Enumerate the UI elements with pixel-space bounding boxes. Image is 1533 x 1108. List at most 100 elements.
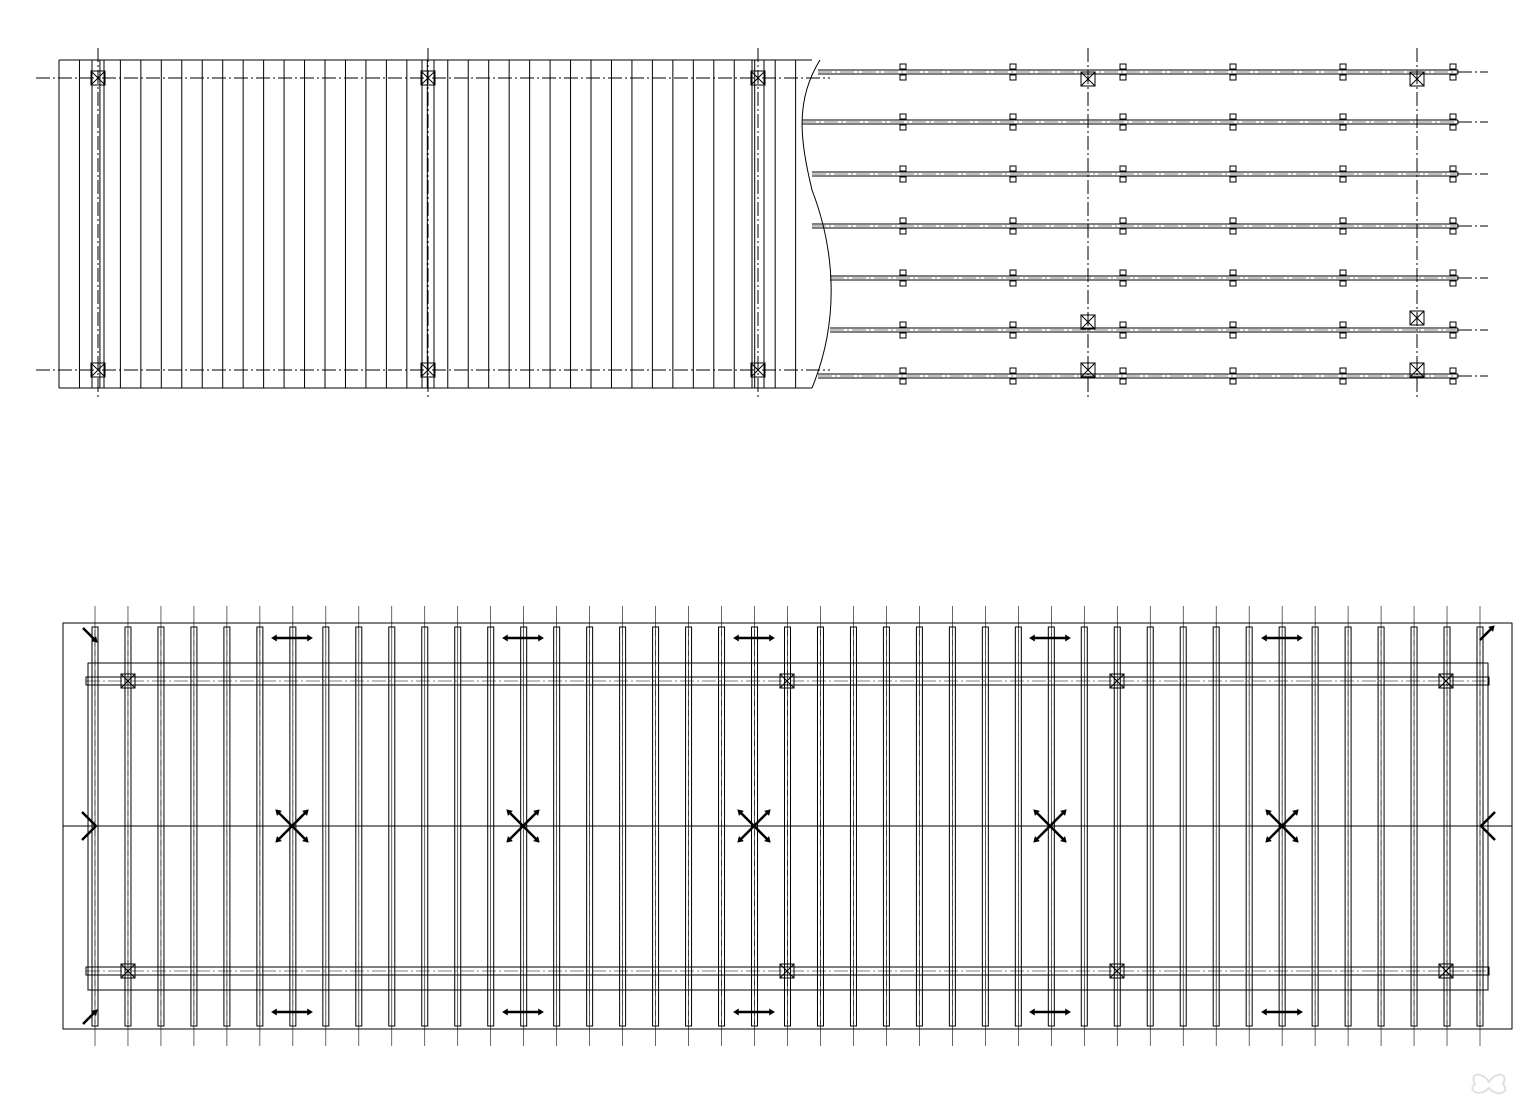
rafter	[322, 626, 330, 1027]
joist-block	[1229, 74, 1237, 81]
brace-arrow	[1488, 625, 1495, 632]
brace-arrow	[1265, 809, 1272, 816]
column	[1438, 963, 1454, 979]
column	[420, 362, 436, 378]
joist-block	[899, 63, 907, 70]
brace-arrow	[764, 836, 771, 843]
tie-arrow-head	[1065, 634, 1071, 642]
brace-diagonal	[1480, 811, 1496, 827]
joist-block	[899, 217, 907, 224]
column	[750, 362, 766, 378]
rafter	[1212, 626, 1220, 1027]
column	[90, 362, 106, 378]
joist-block	[1229, 280, 1237, 287]
rafter	[981, 626, 989, 1027]
column-diagonal	[90, 70, 106, 86]
rafter	[1179, 626, 1187, 1027]
tie-arrow-head	[1029, 634, 1035, 642]
joist-block	[1009, 228, 1017, 235]
joist-block	[1119, 367, 1127, 374]
joist-block	[1339, 124, 1347, 131]
rafter	[1278, 626, 1286, 1027]
column-diagonal	[120, 673, 136, 689]
column-diagonal	[750, 362, 766, 378]
joist-block	[1119, 217, 1127, 224]
column	[120, 963, 136, 979]
rafter	[223, 626, 231, 1027]
tie-arrow-head	[769, 634, 775, 642]
column-square	[779, 963, 795, 979]
brace-arrow	[764, 809, 771, 816]
joist-block	[1339, 63, 1347, 70]
joist-block	[1339, 228, 1347, 235]
joist-block	[899, 367, 907, 374]
column-diagonal	[1409, 310, 1425, 326]
column-square	[90, 70, 106, 86]
joist-block	[1339, 113, 1347, 120]
brace-arrow	[1060, 809, 1067, 816]
rafter	[1113, 626, 1121, 1027]
tie-arrow-head	[1261, 634, 1267, 642]
rafter	[882, 626, 890, 1027]
joist-block	[1449, 113, 1457, 120]
edge-brace	[81, 625, 1496, 1025]
column-diagonal	[120, 963, 136, 979]
brace-diagonal	[1035, 811, 1065, 841]
brace-arrow	[533, 809, 540, 816]
column-square	[1409, 362, 1425, 378]
joist-block	[1229, 378, 1237, 385]
joist-block	[899, 321, 907, 328]
tie-arrow-head	[502, 1008, 508, 1016]
brace-diagonal	[1267, 811, 1297, 841]
joist-block	[1449, 63, 1457, 70]
joist-block	[1339, 367, 1347, 374]
column-diagonal	[420, 362, 436, 378]
joist-block	[1009, 269, 1017, 276]
joist-block	[1229, 269, 1237, 276]
column-diagonal	[1080, 362, 1096, 378]
column	[1109, 673, 1125, 689]
column-square	[1080, 71, 1096, 87]
joist-block	[1119, 378, 1127, 385]
joist-block	[1339, 280, 1347, 287]
joist-block	[1339, 176, 1347, 183]
column	[1080, 314, 1096, 330]
rafter	[1245, 626, 1253, 1027]
column-diagonal	[779, 673, 795, 689]
joist-block	[1119, 228, 1127, 235]
column	[1109, 963, 1125, 979]
column	[420, 70, 436, 86]
joist-block	[899, 74, 907, 81]
column	[1409, 310, 1425, 326]
tie-arrow-head	[502, 634, 508, 642]
joist-block	[1449, 367, 1457, 374]
rafter	[1410, 626, 1418, 1027]
brace-arrow	[302, 809, 309, 816]
column	[750, 70, 766, 86]
column-diagonal	[1409, 362, 1425, 378]
rafter	[1443, 626, 1451, 1027]
column-diagonal	[420, 70, 436, 86]
rafter	[421, 626, 429, 1027]
column	[90, 70, 106, 86]
tie-arrow-head	[733, 1008, 739, 1016]
joist-block	[1119, 113, 1127, 120]
joist-block	[1449, 378, 1457, 385]
joist-block	[1449, 165, 1457, 172]
brace-arrow	[1292, 836, 1299, 843]
joist-block	[899, 165, 907, 172]
rafter	[553, 626, 561, 1027]
joist-block	[1339, 269, 1347, 276]
rafter	[388, 626, 396, 1027]
rafter	[1344, 626, 1352, 1027]
brace-arrow	[275, 809, 282, 816]
tie-arrow-head	[307, 1008, 313, 1016]
joist-block	[899, 228, 907, 235]
corner-brace	[1479, 627, 1493, 641]
brace-arrow	[1060, 836, 1067, 843]
joist-block	[1449, 228, 1457, 235]
joist-block	[1229, 228, 1237, 235]
joist-block	[1009, 63, 1017, 70]
joist-block	[899, 124, 907, 131]
rafter	[355, 626, 363, 1027]
